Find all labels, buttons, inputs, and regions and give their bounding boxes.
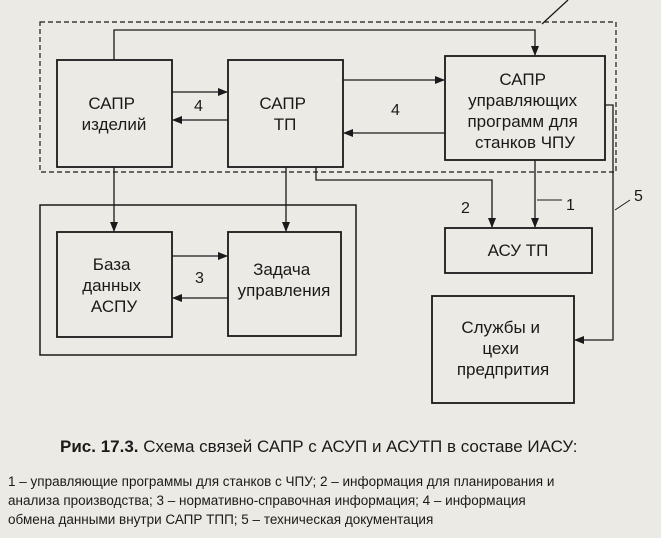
sapr-izdeliy-box (56, 59, 173, 168)
link-number-4-right: 4 (391, 102, 400, 119)
link-number-5: 5 (634, 188, 643, 205)
sapr-tpp-frame (39, 21, 617, 173)
link-number-1: 1 (566, 197, 575, 214)
arrow-up-to-sluzhby (574, 104, 614, 344)
sluzhby-label: Службы и цехи предпрития (457, 318, 549, 379)
legend-line: анализа производства; 3 – нормативно-спр… (8, 493, 526, 508)
link-number-2: 2 (461, 200, 470, 217)
legend-line: 1 – управляющие программы для станков с … (8, 474, 555, 489)
figure-title: Схема связей САПР с АСУП и АСУТП в соста… (138, 437, 578, 456)
figure-caption: Рис. 17.3. Схема связей САПР с АСУП и АС… (60, 437, 577, 457)
sapr-up-label: САПР управляющих программ для станков ЧП… (467, 70, 582, 152)
link-number-4-left: 4 (194, 98, 203, 115)
zadacha-label: Задача управления (238, 260, 331, 300)
asu-tp-box (444, 227, 593, 274)
sapr-tp-box (227, 59, 344, 168)
sapr-tp-label: САПР ТП (259, 94, 310, 134)
diagram: САПР изделий САПР ТП САПР управляющих пр… (39, 0, 643, 404)
baza-label: База данных АСПУ (82, 255, 146, 316)
baza-box (56, 231, 173, 338)
legend-line: обмена данными внутри САПР ТПП; 5 – техн… (8, 512, 434, 527)
arrow-tp-to-asutp (315, 167, 496, 228)
figure-legend: 1 – управляющие программы для станков с … (8, 472, 658, 529)
sapr-izdeliy-label: САПР изделий (82, 94, 147, 134)
top-link (113, 29, 539, 60)
link-number-3: 3 (195, 270, 204, 287)
label5-leader (614, 199, 631, 211)
corner-line (541, 0, 569, 25)
sapr-up-box (444, 55, 606, 161)
figure-number: Рис. 17.3. (60, 437, 139, 456)
asu-tp-label: АСУ ТП (488, 241, 549, 260)
sluzhby-box (431, 295, 575, 404)
zadacha-box (227, 231, 342, 337)
lower-frame (39, 204, 357, 356)
